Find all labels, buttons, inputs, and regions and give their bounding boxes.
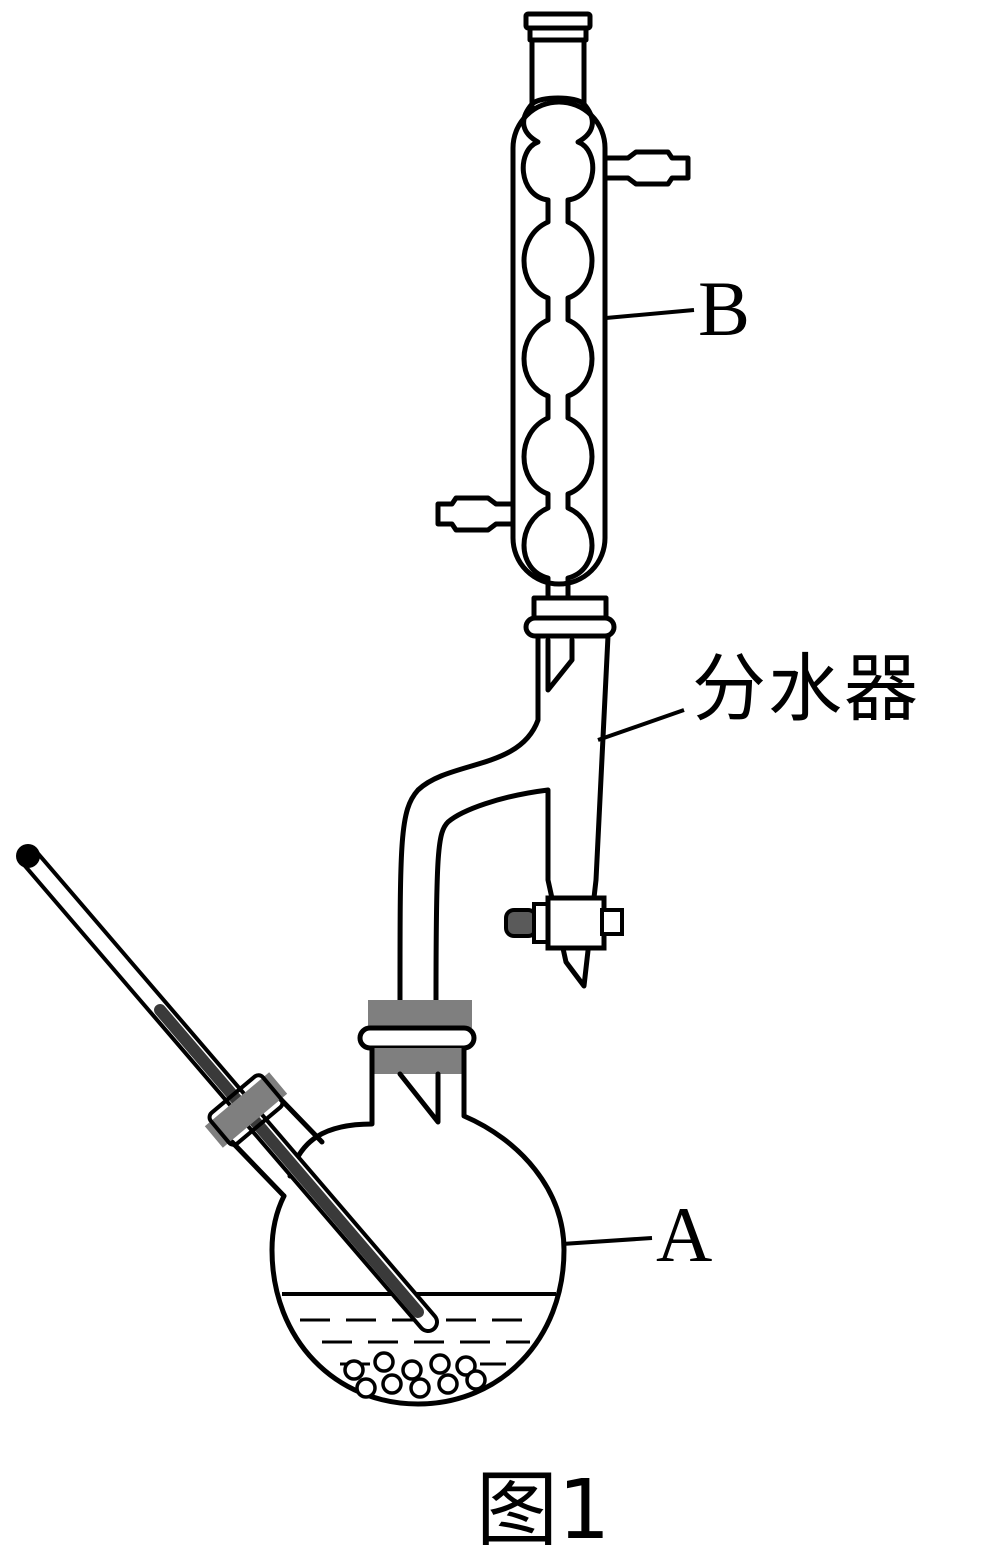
condenser-b <box>435 11 691 639</box>
boiling-chips <box>343 1351 487 1399</box>
leader-a <box>561 1236 653 1246</box>
label-condenser-b: B <box>698 265 751 352</box>
stopcock <box>504 895 624 951</box>
condenser-inner-bulbs <box>520 101 596 601</box>
label-flask-a: A <box>656 1191 713 1278</box>
thermometer <box>16 844 439 1333</box>
separator-stopper <box>368 1000 472 1028</box>
condenser-joint <box>523 615 617 639</box>
label-water-separator: 分水器 <box>692 646 920 732</box>
figure-caption: 图1 <box>476 1463 611 1558</box>
water-separator <box>357 633 624 1125</box>
leader-separator <box>597 708 685 742</box>
condenser-jacket <box>510 99 608 587</box>
leader-b <box>605 308 695 320</box>
liquid-dashes <box>300 1318 530 1366</box>
